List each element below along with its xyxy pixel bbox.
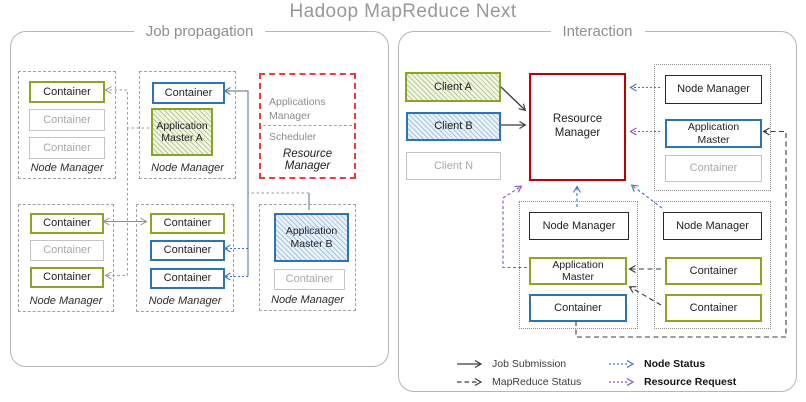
node-group-bottom-middle: Node Manager Application Master Containe… [519, 201, 638, 329]
node-manager-box: Node Manager [663, 212, 762, 240]
application-master-b-box: Application Master B [274, 213, 349, 262]
container-box: Container [150, 268, 225, 289]
node-status-arrow-icon [609, 359, 635, 369]
application-master-b-label: Application Master B [285, 225, 338, 250]
application-master-a-label: Application Master A [156, 119, 208, 144]
resource-request-arrow-icon [609, 377, 635, 387]
resource-manager-group: Applications Manager Scheduler Resource … [259, 73, 356, 179]
node-manager-group-top-middle: Container Application Master A Node Mana… [139, 71, 236, 179]
node-manager-label: Node Manager [151, 162, 224, 174]
scheduler-label: Scheduler [269, 131, 317, 143]
legend-job-submission-label: Job Submission [492, 358, 567, 370]
application-master-box-label: Application Master [552, 258, 604, 283]
container-box: Container [665, 257, 762, 285]
container-box: Container [665, 294, 762, 322]
node-manager-label: Node Manager [30, 162, 104, 174]
container-box: Container [529, 294, 627, 322]
application-master-box: Application Master [665, 119, 762, 148]
container-box: Container [30, 240, 104, 261]
interaction-title: Interaction [550, 22, 645, 41]
node-manager-label: Node Manager [148, 295, 222, 307]
node-manager-label: Node Manager [29, 295, 103, 307]
node-manager-group-bottom-middle: Container Container Container Node Manag… [136, 204, 234, 312]
client-b-box: Client B [406, 112, 501, 141]
legend-node-status: Node Status [608, 358, 705, 370]
legend-mapreduce-status-label: MapReduce Status [492, 376, 582, 388]
client-a-box: Client A [405, 72, 501, 102]
container-box: Container [665, 155, 762, 182]
node-manager-group-bottom-left: Container Container Container Node Manag… [18, 204, 114, 312]
job-submission-arrow-icon [457, 359, 483, 369]
legend-job-submission: Job Submission [456, 358, 566, 370]
container-box: Container [152, 82, 225, 104]
node-manager-group-bottom-right: Application Master B Container Node Mana… [259, 204, 356, 311]
legend-resource-request-label: Resource Request [644, 376, 737, 388]
client-n-box: Client N [406, 152, 501, 180]
mapreduce-status-arrow-icon [457, 377, 483, 387]
container-box: Container [274, 269, 345, 290]
container-box: Container [30, 213, 104, 234]
node-manager-label: Node Manager [271, 294, 344, 306]
node-manager-box: Node Manager [665, 75, 762, 104]
scheduler-divider [263, 125, 352, 126]
node-manager-box: Node Manager [529, 212, 629, 240]
node-group-bottom-right: Node Manager Container Container [654, 201, 771, 329]
resource-manager-box: Resource Manager [529, 73, 626, 181]
applications-manager-label: Applications Manager [269, 96, 326, 122]
node-manager-group-top-left: Container Container Container Node Manag… [18, 71, 116, 179]
legend-mapreduce-status: MapReduce Status [456, 376, 581, 388]
legend-resource-request: Resource Request [608, 376, 736, 388]
container-box: Container [150, 213, 225, 234]
container-box: Container [29, 109, 105, 131]
application-master-a-box: Application Master A [151, 108, 213, 156]
container-box: Container [30, 267, 104, 288]
interaction-panel: Interaction Client A Client B Client N R… [398, 22, 797, 392]
node-group-top-right: Node Manager Application Master Containe… [654, 64, 771, 191]
container-box: Container [29, 137, 105, 159]
resource-manager-box-label: Resource Manager [552, 113, 603, 139]
job-propagation-title: Job propagation [133, 22, 266, 41]
resource-manager-label: Resource Manager [282, 148, 333, 172]
application-master-box-label: Application Master [687, 121, 740, 146]
container-box: Container [150, 240, 225, 261]
job-propagation-panel: Job propagation Container Container Cont… [10, 22, 389, 367]
application-master-box: Application Master [529, 257, 627, 285]
container-box: Container [29, 81, 105, 103]
page-title: Hadoop MapReduce Next [289, 1, 517, 22]
legend-node-status-label: Node Status [644, 358, 706, 370]
